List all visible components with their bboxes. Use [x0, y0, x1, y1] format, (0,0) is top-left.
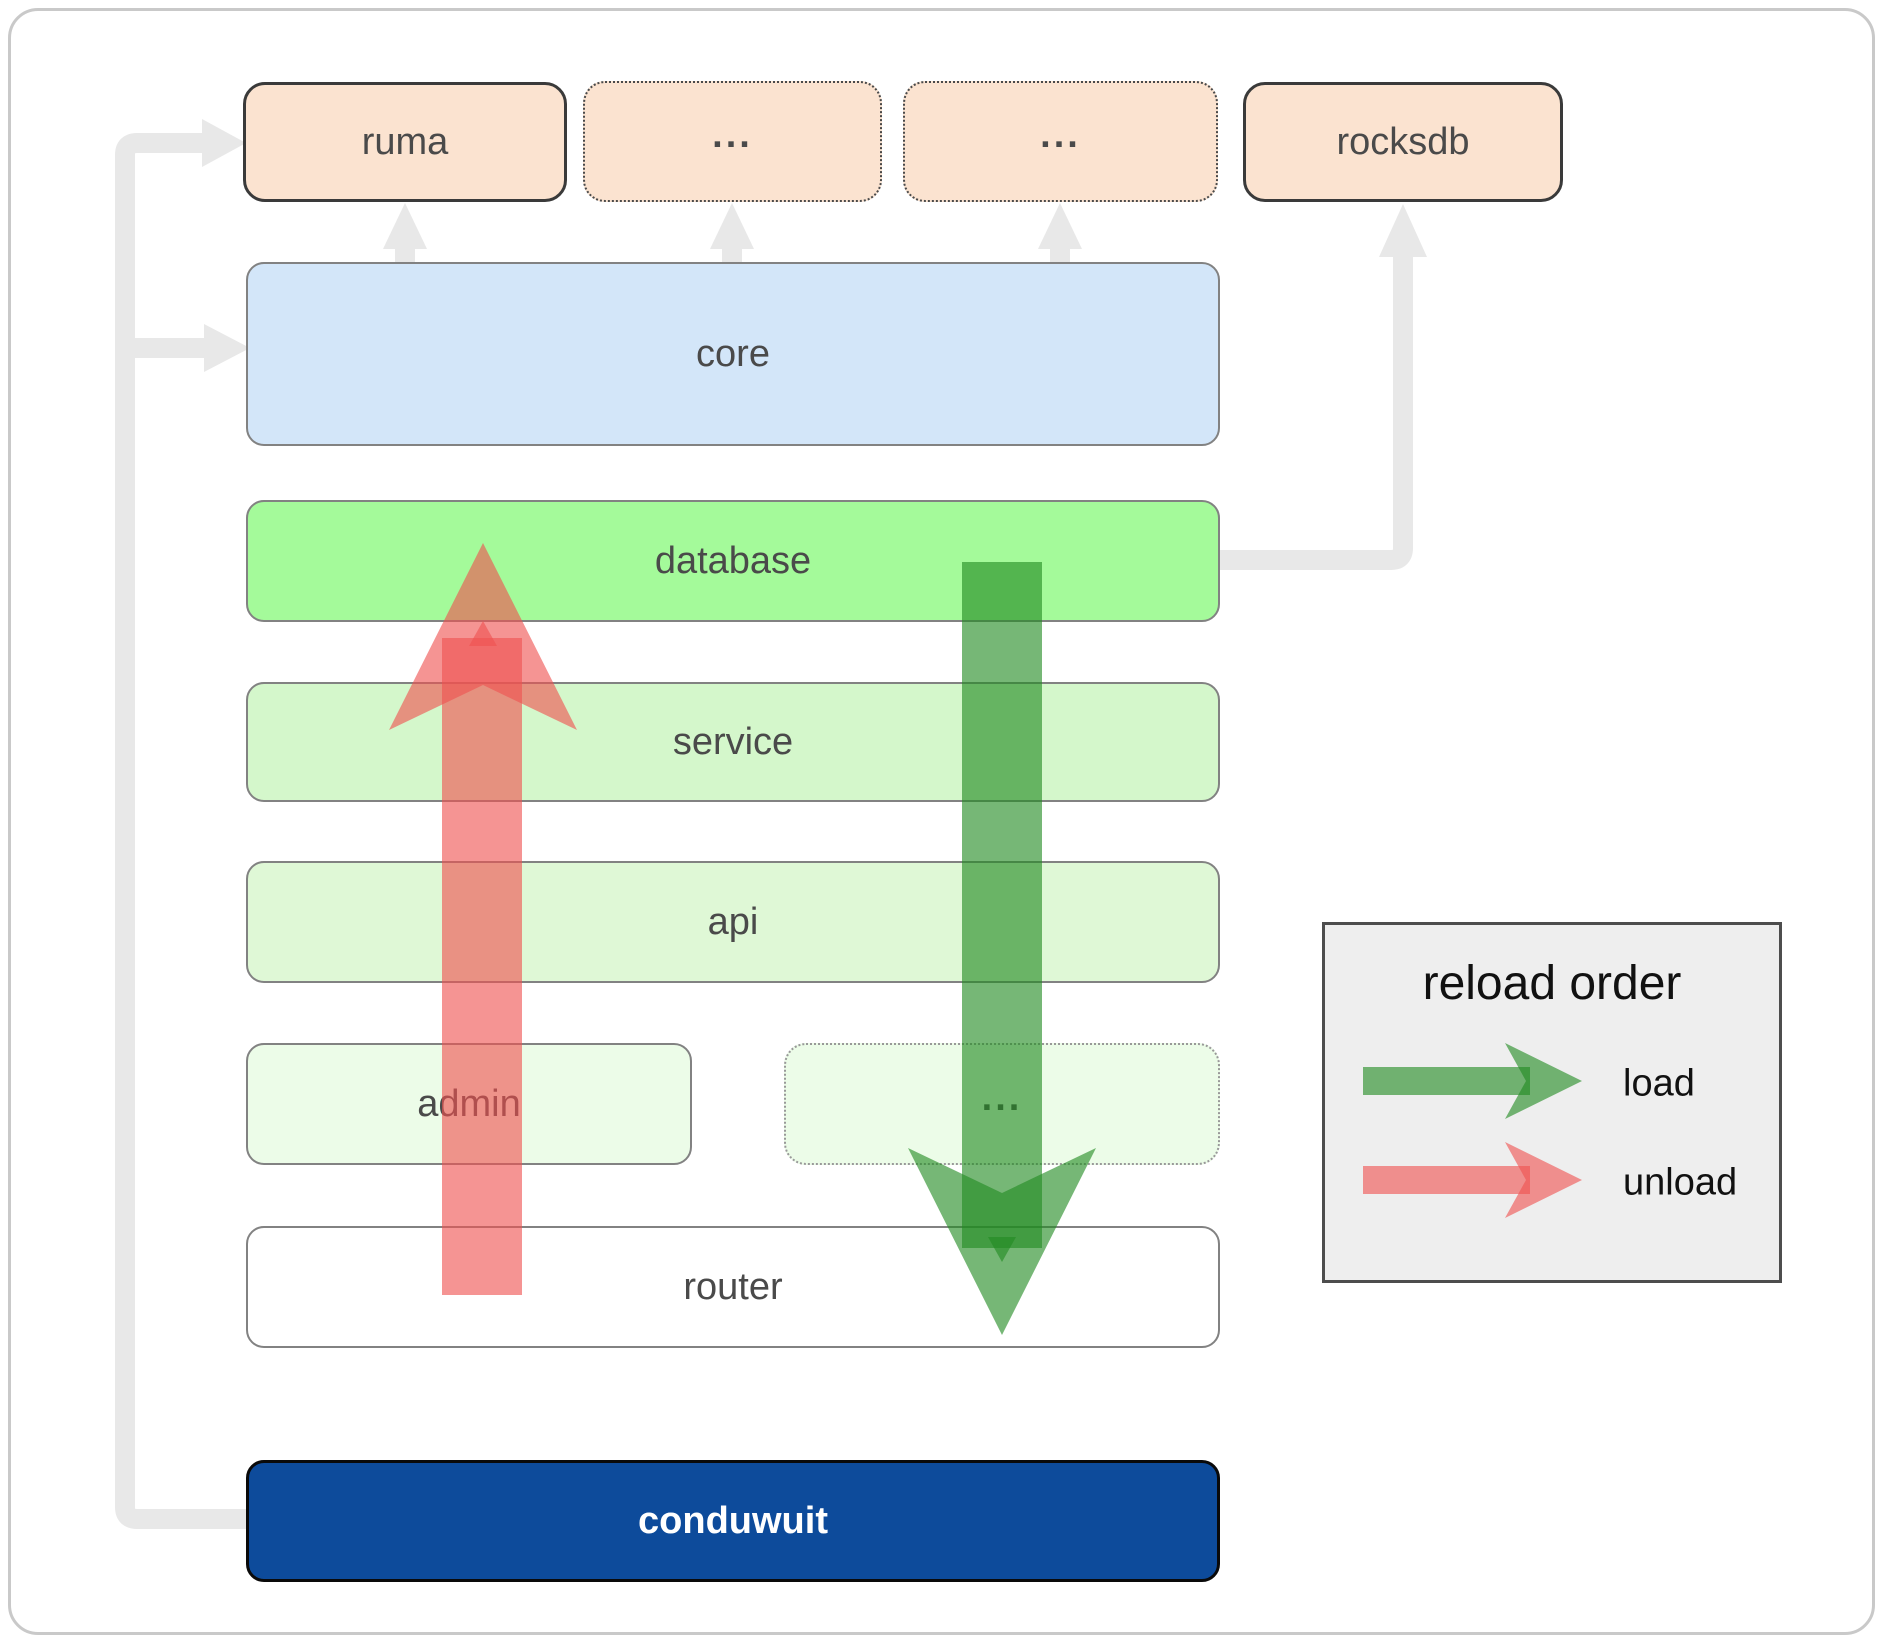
legend-title: reload order	[1422, 957, 1682, 1010]
box-conduwuit: conduwuit	[246, 1460, 1220, 1582]
legend-load-label: load	[1623, 1062, 1695, 1105]
box-ruma: ruma	[243, 82, 567, 202]
box-database-label: database	[654, 539, 812, 582]
box-core-label: core	[696, 332, 770, 375]
page-border	[8, 8, 1875, 1635]
box-rocksdb-label: rocksdb	[1336, 120, 1470, 163]
box-ellipsis-bottom: ...	[784, 1043, 1220, 1165]
box-api: api	[246, 861, 1220, 983]
box-ellipsis-bottom-label: ...	[981, 1076, 1023, 1119]
box-service-label: service	[672, 720, 794, 763]
box-ellipsis-top-1: ...	[583, 81, 882, 202]
box-conduwuit-label: conduwuit	[638, 1499, 828, 1542]
legend-unload-label: unload	[1623, 1161, 1738, 1204]
box-service: service	[246, 682, 1220, 802]
box-router: router	[246, 1226, 1220, 1348]
box-ellipsis-top-1-label: ...	[712, 114, 753, 156]
box-database: database	[246, 500, 1220, 622]
box-api-label: api	[707, 900, 759, 943]
box-core: core	[246, 262, 1220, 446]
box-ellipsis-top-2-label: ...	[1040, 114, 1081, 156]
box-admin-label: admin	[417, 1082, 521, 1125]
legend-reload-order: reload order load unload	[1322, 922, 1782, 1283]
box-ellipsis-top-2: ...	[903, 81, 1218, 202]
box-admin: admin	[246, 1043, 692, 1165]
box-ruma-label: ruma	[361, 120, 449, 163]
box-rocksdb: rocksdb	[1243, 82, 1563, 202]
box-router-label: router	[683, 1265, 783, 1308]
